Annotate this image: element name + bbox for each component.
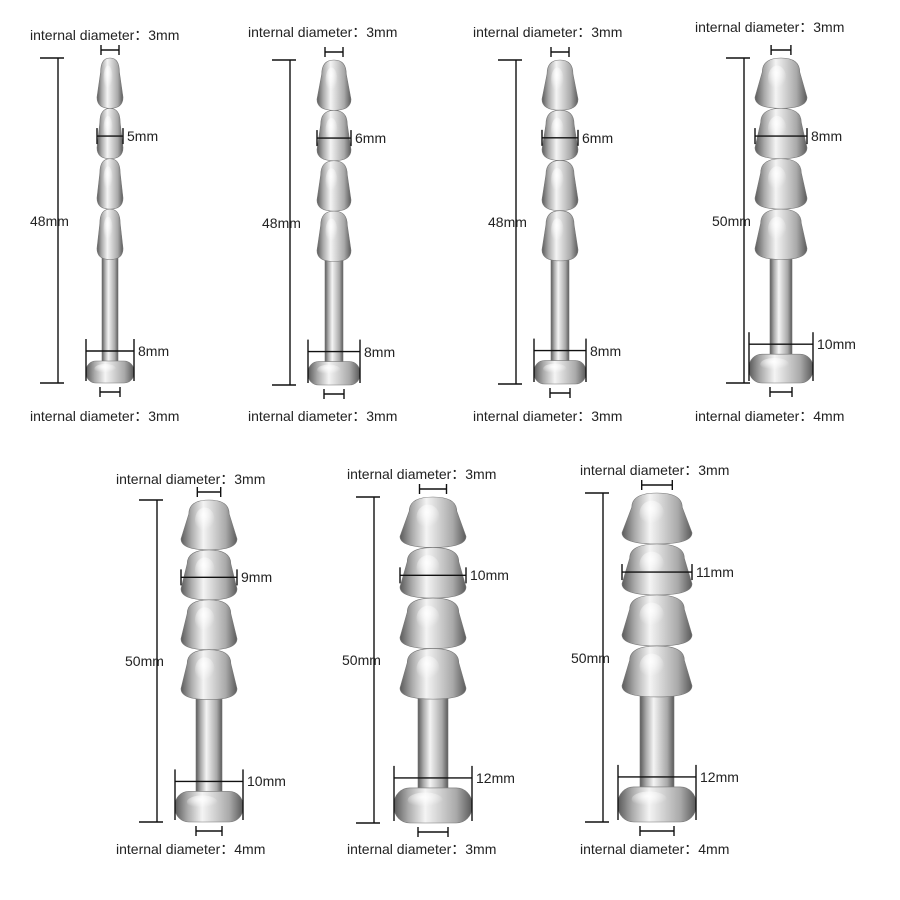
bead-highlight	[768, 166, 787, 192]
bottom-internal-diameter-label: internal diameter：3mm	[473, 408, 623, 424]
product-1	[40, 45, 135, 397]
base-highlight	[94, 363, 116, 374]
top-internal-diameter-label: internal diameter：3mm	[248, 24, 398, 40]
length-label: 48mm	[30, 212, 69, 229]
top-internal-diameter-label: internal diameter：3mm	[473, 24, 623, 40]
bead-width-label: 11mm	[696, 564, 734, 581]
bottom-internal-diameter-label: internal diameter：3mm	[30, 408, 180, 424]
top-internal-diameter-label: internal diameter：3mm	[695, 19, 845, 35]
bead-width-label: 6mm	[355, 130, 387, 147]
length-label: 50mm	[571, 649, 610, 666]
base-highlight	[407, 792, 443, 808]
top-internal-diameter-label: internal diameter：3mm	[116, 471, 266, 487]
bottom-internal-diameter-label: internal diameter：3mm	[248, 408, 398, 424]
bead-width-label: 8mm	[811, 128, 843, 145]
bead-highlight	[103, 216, 113, 242]
base-highlight	[543, 363, 567, 374]
length-label: 50mm	[342, 652, 381, 668]
product-5	[139, 487, 244, 836]
product-neck	[324, 257, 344, 366]
bead-highlight	[416, 656, 440, 682]
product-neck	[195, 695, 223, 796]
bead-highlight	[768, 115, 787, 142]
bead-highlight	[551, 67, 564, 93]
base-width-label: 10mm	[247, 773, 286, 790]
bead-width-label: 10mm	[470, 567, 509, 584]
top-internal-diameter-label: internal diameter：3mm	[347, 466, 497, 482]
base-width-label: 12mm	[476, 769, 515, 786]
base-width-label: 8mm	[138, 343, 170, 359]
product-neck	[550, 256, 570, 365]
base-width-label: 10mm	[817, 336, 856, 353]
bead-highlight	[195, 507, 215, 533]
length-label: 48mm	[262, 214, 301, 231]
product-6	[356, 484, 473, 837]
bead-highlight	[325, 218, 338, 244]
length-label: 50mm	[712, 212, 751, 229]
base-width-label: 12mm	[700, 768, 739, 785]
bead-highlight	[416, 504, 440, 530]
bead-highlight	[195, 557, 215, 583]
bottom-internal-diameter-label: internal diameter：4mm	[580, 841, 730, 857]
product-3	[498, 47, 587, 398]
bead-highlight	[639, 551, 664, 578]
top-internal-diameter-label: internal diameter：3mm	[580, 462, 730, 478]
bead-highlight	[551, 117, 564, 143]
bead-highlight	[416, 605, 440, 631]
bead-highlight	[103, 65, 113, 91]
bead-width-label: 5mm	[127, 128, 159, 145]
bead-highlight	[325, 168, 338, 194]
bead-highlight	[325, 67, 338, 93]
bead-highlight	[551, 218, 564, 244]
bead-highlight	[639, 602, 664, 629]
bottom-internal-diameter-label: internal diameter：3mm	[347, 841, 497, 857]
bead-width-label: 9mm	[241, 569, 273, 586]
base-highlight	[186, 795, 218, 809]
bead-highlight	[416, 555, 440, 581]
base-width-label: 8mm	[364, 343, 396, 360]
bead-highlight	[768, 65, 787, 91]
base-highlight	[760, 357, 789, 371]
bead-highlight	[195, 657, 215, 683]
bottom-internal-diameter-label: internal diameter：4mm	[695, 408, 845, 424]
bead-width-label: 6mm	[582, 129, 614, 146]
product-neck	[769, 255, 793, 359]
product-2	[272, 47, 361, 399]
product-neck	[639, 692, 675, 792]
product-neck	[101, 255, 119, 366]
product-4	[726, 45, 814, 397]
bead-highlight	[103, 166, 113, 192]
bead-highlight	[325, 117, 338, 144]
product-7	[585, 480, 697, 836]
bead-highlight	[639, 500, 664, 527]
base-width-label: 8mm	[590, 342, 622, 359]
bead-highlight	[551, 167, 564, 194]
length-label: 50mm	[125, 653, 164, 669]
bead-highlight	[195, 607, 215, 633]
base-highlight	[631, 791, 667, 807]
top-internal-diameter-label: internal diameter：3mm	[30, 27, 180, 43]
bead-highlight	[103, 115, 113, 142]
bead-highlight	[639, 653, 664, 680]
length-label: 48mm	[488, 214, 527, 230]
bottom-internal-diameter-label: internal diameter：4mm	[116, 841, 266, 857]
bead-highlight	[768, 216, 787, 242]
base-highlight	[317, 364, 341, 375]
